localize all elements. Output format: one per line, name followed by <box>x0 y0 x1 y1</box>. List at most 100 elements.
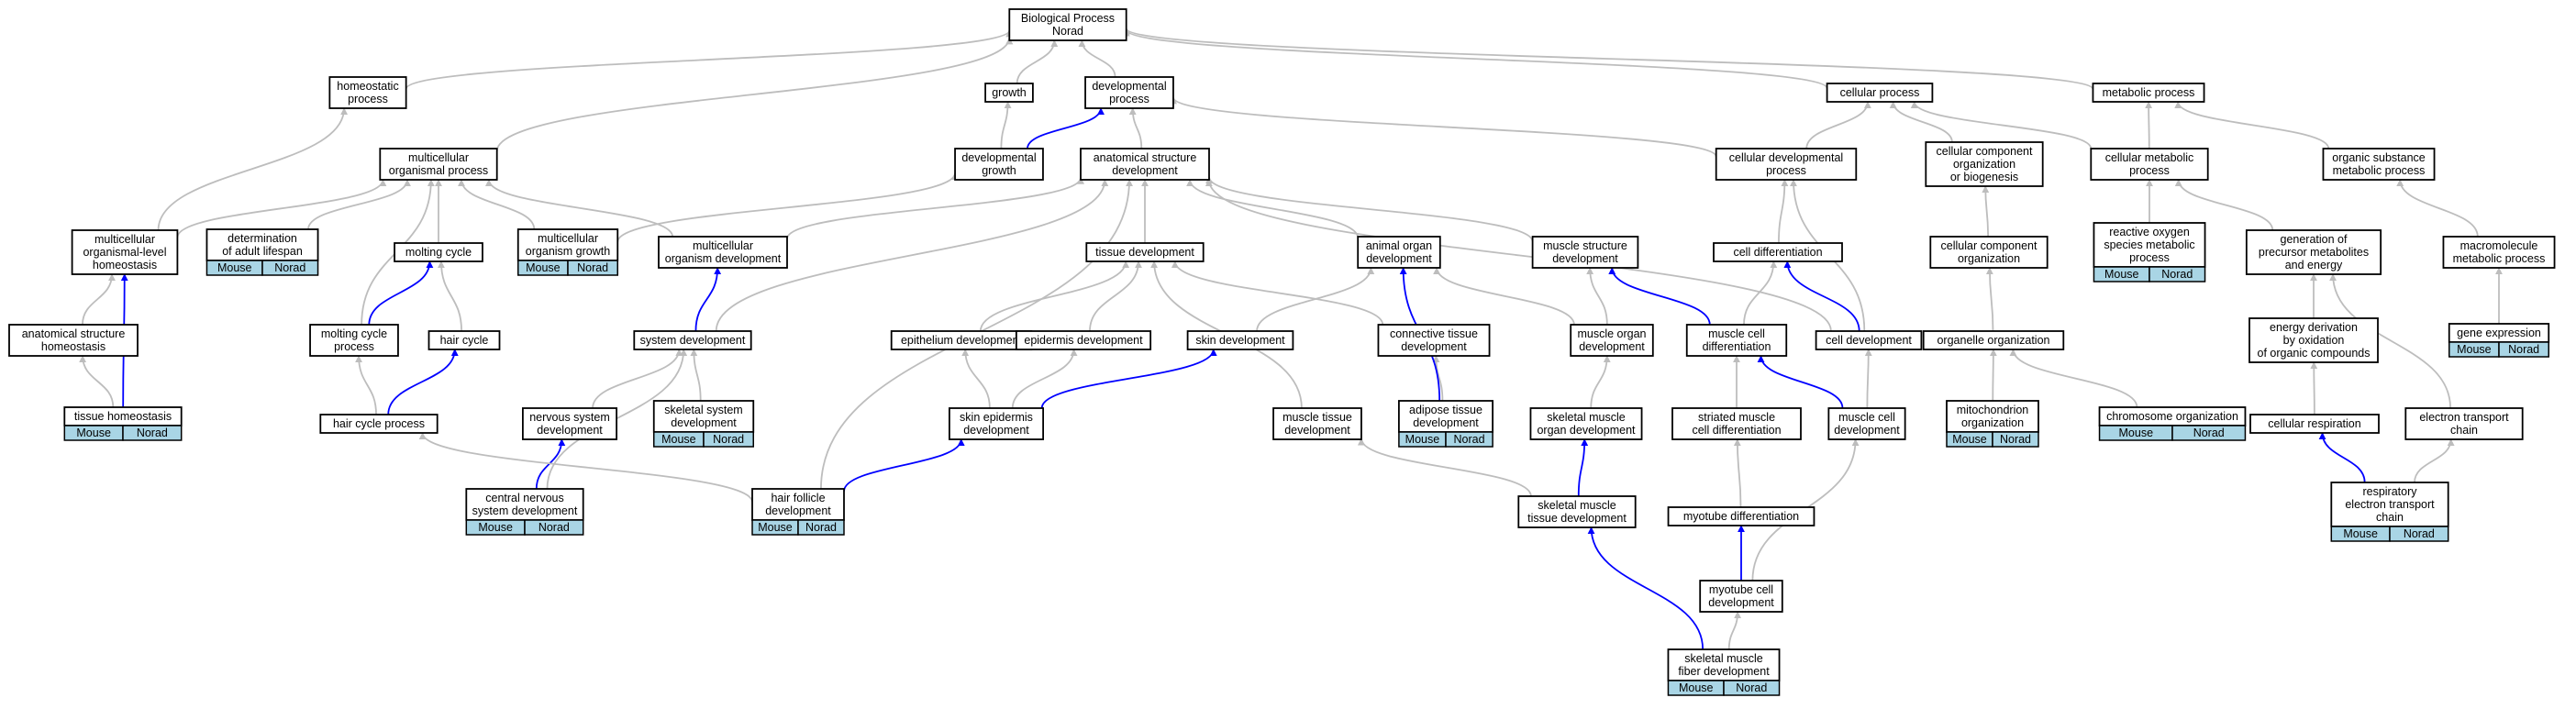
node-label: organismal process <box>389 164 488 177</box>
go-term-node[interactable]: epithelium development <box>890 330 1033 350</box>
node-box <box>427 330 501 350</box>
node-label: electron transport <box>2419 411 2509 424</box>
node-box <box>1922 330 2065 350</box>
node-label: muscle cell <box>1708 327 1765 340</box>
go-term-node[interactable]: hair cycle process <box>319 414 439 434</box>
go-term-node[interactable]: tissue development <box>1085 242 1205 262</box>
edge <box>457 179 536 230</box>
node-box <box>1925 141 2044 187</box>
annotation-label: Mouse <box>526 261 561 274</box>
go-term-node[interactable]: cell differentiation <box>1713 242 1843 262</box>
highlighted-edge <box>694 267 722 332</box>
go-term-node[interactable]: cellular respiration <box>2249 414 2380 434</box>
node-label: skin epidermis <box>960 411 1033 424</box>
node-label: central nervous <box>485 492 563 504</box>
go-term-node[interactable]: epidermis development <box>1015 330 1152 350</box>
node-box <box>1699 580 1783 613</box>
edge <box>1171 260 1384 326</box>
annotation-label: Norad <box>2000 433 2031 446</box>
node-label: growth <box>992 86 1027 99</box>
go-term-node[interactable]: organelle organization <box>1922 330 2065 350</box>
go-term-node[interactable]: hair cycle <box>427 330 501 350</box>
annotation-label: Mouse <box>1405 433 1440 446</box>
go-term-node[interactable]: metabolic process <box>2092 83 2205 103</box>
node-box <box>1531 236 1639 269</box>
edge <box>1743 260 1778 326</box>
annotation-cell <box>1723 680 1781 696</box>
annotation-cell <box>1445 431 1493 448</box>
edge <box>1089 260 1143 332</box>
edge <box>1128 107 1143 150</box>
go-term-node[interactable]: cellular process <box>1826 83 1934 103</box>
go-term-node[interactable]: growth <box>984 83 1034 103</box>
edge <box>1357 438 1532 497</box>
node-box <box>2245 229 2382 275</box>
edge-layer <box>79 28 2503 650</box>
node-label: tissue development <box>1095 246 1194 259</box>
node-box <box>2404 407 2524 440</box>
edge <box>1778 179 1789 244</box>
highlighted-edge <box>1577 438 1589 497</box>
go-term-node[interactable]: cell development <box>1815 330 1923 350</box>
go-term-node[interactable]: system development <box>633 330 752 350</box>
node-label: metabolic process <box>2333 164 2426 177</box>
annotation-label: Norad <box>274 261 305 274</box>
annotation-label: Mouse <box>217 261 252 274</box>
edge <box>786 176 1084 239</box>
edge <box>355 355 377 415</box>
go-term-node[interactable]: myotube differentiation <box>1667 506 1815 526</box>
node-label: adipose tissue <box>1409 404 1482 416</box>
node-box <box>8 324 139 357</box>
edge <box>1727 611 1742 650</box>
go-term-node[interactable]: molting cycle <box>394 242 483 262</box>
highlighted-edge <box>1757 355 1844 409</box>
node-box <box>465 488 584 521</box>
go-term-node[interactable]: skin development <box>1186 330 1294 350</box>
